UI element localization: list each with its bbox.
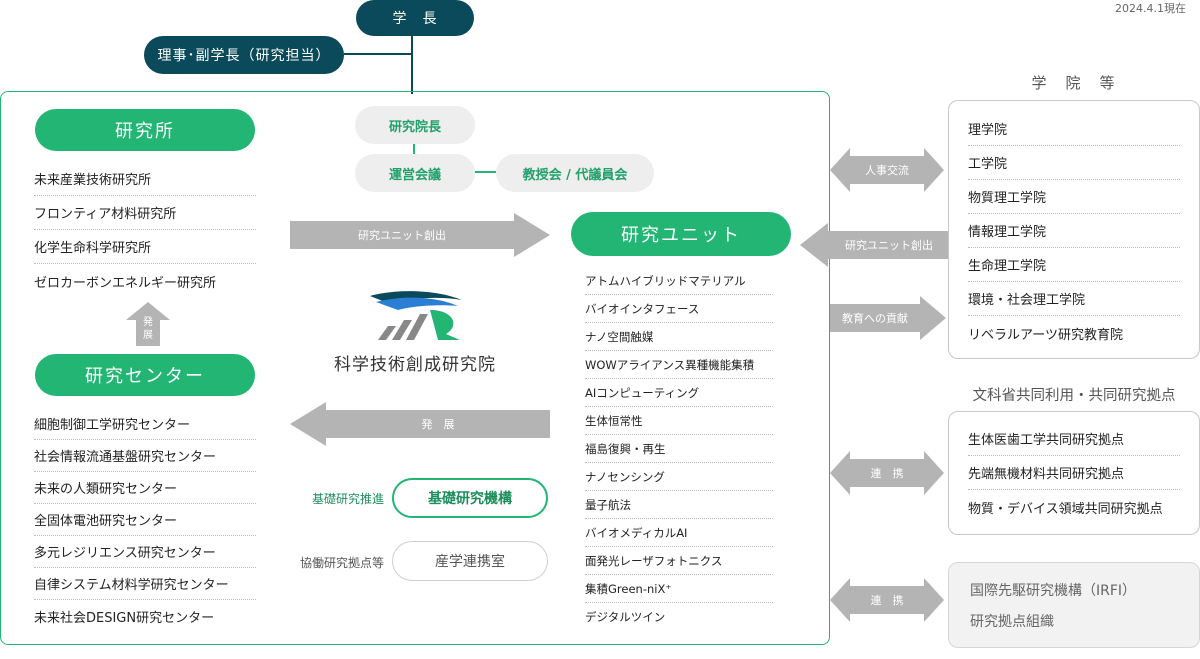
list-item: 物質・デバイス領域共同研究拠点 [968, 501, 1163, 517]
logo-name: 科学技術創成研究院 [334, 355, 496, 375]
centers-list: 細胞制御工学研究センター 社会情報流通基盤研究センター 未来の人類研究センター … [34, 408, 256, 632]
develop-up-label: 発展 [139, 316, 157, 342]
basic-org-pill: 基礎研究機構 [392, 478, 548, 518]
exchange-label: 人事交流 [865, 164, 909, 177]
list-item: 自律システム材料学研究センター [34, 568, 256, 600]
develop-up-char-2: 展 [143, 330, 153, 341]
list-item: デジタルツイン [585, 610, 666, 624]
units-title: 研究ユニット [571, 212, 791, 256]
list-item: 工学院 [968, 146, 1180, 180]
list-item: 未来の人類研究センター [34, 472, 256, 504]
create-unit-arrow-label: 研究ユニット創出 [358, 229, 446, 242]
link-arrow-1 [830, 451, 944, 495]
collab-label: 協働研究拠点等 [299, 556, 384, 570]
faculty-meeting-pill: 教授会 / 代議員会 [496, 154, 654, 192]
list-item: 集積Green-niX⁺ [585, 575, 773, 603]
centers-title: 研究センター [35, 354, 255, 396]
link-label-1: 連 携 [870, 467, 904, 480]
president-pill: 学 長 [356, 0, 474, 36]
unit-create-arrow [800, 223, 950, 267]
list-item: 福島復興・再生 [585, 435, 773, 463]
list-item: 未来社会DESIGN研究センター [34, 610, 215, 626]
list-item: 面発光レーザフォトニクス [585, 547, 773, 575]
list-item: 情報理工学院 [968, 214, 1180, 248]
director-pill: 研究院長 [355, 106, 475, 144]
joint-title: 文科省共同利用・共同研究拠点 [972, 388, 1176, 404]
develop-left-arrow-label: 発 展 [421, 418, 455, 431]
industry-office-pill: 産学連携室 [392, 541, 548, 581]
education-label: 教育への貢献 [842, 312, 908, 325]
irfi-line1: 国際先駆研究機構（IRFI） [970, 583, 1137, 599]
units-list: アトムハイブリッドマテリアル バイオインタフェース ナノ空間触媒 WOWアライア… [585, 267, 773, 631]
list-item: 未来産業技術研究所 [34, 162, 256, 196]
list-item: リベラルアーツ研究教育院 [968, 327, 1123, 343]
logo-icon [370, 291, 462, 340]
irfi-line2: 研究拠点組織 [970, 614, 1054, 630]
education-arrow [830, 296, 946, 340]
schools-title: 学 院 等 [1031, 74, 1117, 92]
list-item: AIコンピューティング [585, 379, 773, 407]
develop-up-arrow [126, 302, 170, 346]
date-note: 2024.4.1現在 [1115, 2, 1186, 15]
list-item: 化学生命科学研究所 [34, 230, 256, 264]
list-item: 先端無機材料共同研究拠点 [968, 456, 1180, 490]
institutes-list: 未来産業技術研究所 フロンティア材料研究所 化学生命科学研究所 ゼロカーボンエネ… [34, 162, 256, 298]
list-item: フロンティア材料研究所 [34, 196, 256, 230]
list-item: 環境・社会理工学院 [968, 282, 1180, 316]
list-item: 全固体電池研究センター [34, 504, 256, 536]
list-item: WOWアライアンス異種機能集積 [585, 351, 773, 379]
develop-up-char-1: 発 [143, 317, 153, 328]
council-pill: 運営会議 [355, 154, 475, 192]
vice-president-pill: 理事･副学長（研究担当） [144, 36, 344, 74]
institute-frame [0, 91, 830, 645]
develop-left-arrow [290, 402, 550, 446]
unit-create-label: 研究ユニット創出 [845, 239, 933, 252]
list-item: ナノ空間触媒 [585, 323, 773, 351]
schools-list: 理学院 工学院 物質理工学院 情報理工学院 生命理工学院 環境・社会理工学院 リ… [968, 112, 1180, 350]
exchange-arrow [830, 148, 944, 192]
institutes-title: 研究所 [35, 109, 255, 151]
create-unit-arrow [290, 213, 550, 257]
list-item: ゼロカーボンエネルギー研究所 [34, 275, 217, 291]
list-item: 細胞制御工学研究センター [34, 408, 256, 440]
joint-list: 生体医歯工学共同研究拠点 先端無機材料共同研究拠点 物質・デバイス領域共同研究拠… [968, 422, 1180, 524]
list-item: 量子航法 [585, 491, 773, 519]
list-item: 理学院 [968, 112, 1180, 146]
irfi-box [948, 562, 1200, 648]
list-item: バイオメディカルAI [585, 519, 773, 547]
list-item: 社会情報流通基盤研究センター [34, 440, 256, 472]
list-item: ナノセンシング [585, 463, 773, 491]
list-item: 生体恒常性 [585, 407, 773, 435]
joint-box [948, 411, 1200, 535]
link-arrow-2 [830, 578, 944, 622]
list-item: アトムハイブリッドマテリアル [585, 267, 773, 295]
list-item: 物質理工学院 [968, 180, 1180, 214]
list-item: バイオインタフェース [585, 295, 773, 323]
list-item: 多元レジリエンス研究センター [34, 536, 256, 568]
list-item: 生体医歯工学共同研究拠点 [968, 422, 1180, 456]
list-item: 生命理工学院 [968, 248, 1180, 282]
basic-promo-label: 基礎研究推進 [311, 492, 384, 506]
link-label-2: 連 携 [870, 594, 904, 607]
